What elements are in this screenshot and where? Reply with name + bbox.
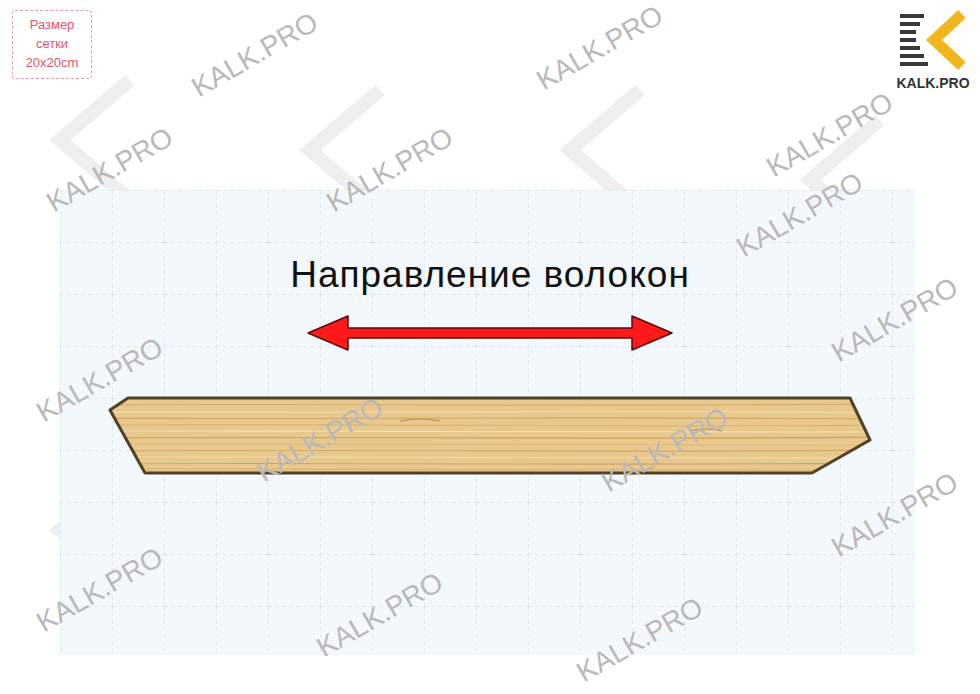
wood-board bbox=[100, 398, 880, 473]
logo-text: KALK.PRO bbox=[896, 75, 969, 91]
watermark: KALK.PRO bbox=[531, 0, 668, 97]
grain-direction-title: Направление волокон bbox=[290, 254, 690, 296]
grain-arrow bbox=[308, 316, 672, 350]
grid-lines bbox=[60, 190, 915, 655]
grid-note: Размер сетки 20x20cm bbox=[12, 10, 92, 79]
watermark: KALK.PRO bbox=[186, 6, 323, 104]
logo-icon bbox=[900, 14, 962, 66]
note-text: Размер сетки 20x20cm bbox=[20, 16, 84, 73]
grid-field bbox=[60, 190, 915, 655]
